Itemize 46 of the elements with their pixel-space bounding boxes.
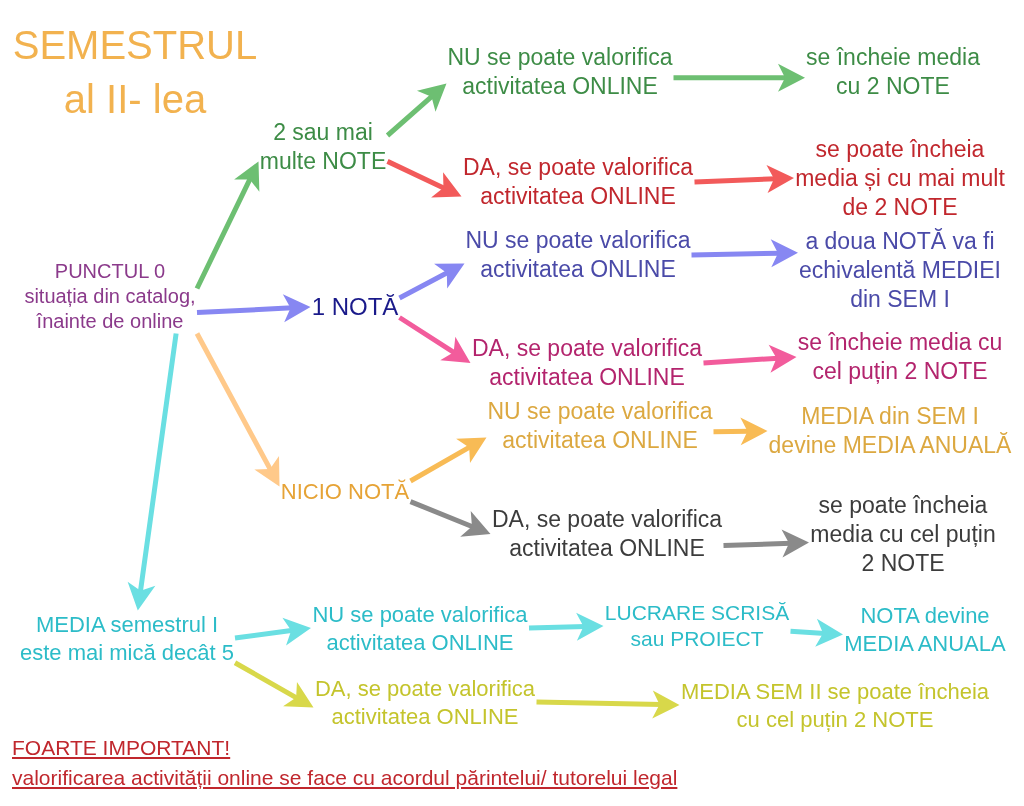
- arrow: [723, 529, 810, 558]
- flow-text: 1 NOTĂ: [310, 292, 400, 322]
- arrow: [127, 333, 179, 611]
- arrow: [398, 315, 472, 366]
- flow-text: MEDIA SEM II se poate încheia cu cel puțin 2 NOTE: [679, 677, 991, 733]
- arrow: [409, 435, 488, 484]
- flow-text: DA, se poate valorifica activitatea ONLINE: [461, 153, 695, 211]
- arrow: [691, 239, 799, 268]
- arrow: [409, 499, 492, 537]
- flow-text: DA, se poate valorifica activitatea ONLINE: [470, 334, 704, 392]
- arrow: [234, 617, 312, 646]
- flow-text: MEDIA semestrul I este mai mică decât 5: [19, 610, 235, 666]
- arrow: [233, 660, 315, 710]
- note-text: FOARTE IMPORTANT!: [12, 735, 231, 761]
- flow-text: se poate încheia media și cu mai mult de 2 NOTE: [794, 134, 1006, 222]
- flow-text: se încheie media cu 2 NOTE: [805, 43, 981, 101]
- flow-text: MEDIA din SEM I devine MEDIA ANUALĂ: [767, 402, 1013, 460]
- flow-text: NU se poate valorifica activitatea ONLINE: [311, 600, 529, 656]
- arrow: [694, 165, 795, 194]
- flow-text: NOTA devine MEDIA ANUALA: [843, 601, 1007, 657]
- flow-text: NU se poate valorifica activitatea ONLINE: [446, 43, 674, 101]
- arrow: [194, 160, 261, 290]
- arrow: [528, 612, 604, 641]
- arrow: [196, 294, 311, 323]
- flow-text: a doua NOTĂ va fi echivalentă MEDIEI din SEM I: [798, 226, 1002, 314]
- flow-text: DA, se poate valorifica activitatea ONLINE: [313, 674, 537, 730]
- flow-text: LUCRARE SCRISĂ sau PROIECT: [603, 599, 791, 652]
- flow-text: DA, se poate valorifica activitatea ONLINE: [490, 505, 724, 563]
- arrow: [386, 159, 463, 199]
- arrow: [385, 81, 449, 138]
- arrow: [790, 618, 844, 647]
- arrow: [713, 417, 768, 446]
- arrow: [398, 261, 466, 301]
- arrow: [194, 332, 282, 488]
- flow-text: PUNCTUL 0 situația din catalog, înainte de online: [23, 258, 197, 334]
- flow-text: se încheie media cu cel puțin 2 NOTE: [796, 328, 1004, 386]
- arrow: [536, 690, 680, 719]
- arrow: [703, 344, 797, 373]
- arrow: [673, 63, 805, 92]
- note-text: valorificarea activității online se face cu acordul părintelui/ tutorelui legal: [12, 765, 678, 791]
- flow-text: NICIO NOTĂ: [279, 478, 411, 506]
- flow-text: NU se poate valorifica activitatea ONLINE: [464, 226, 692, 284]
- flow-text: NU se poate valorifica activitatea ONLINE: [486, 397, 714, 455]
- title-text: SEMESTRUL al II- lea: [11, 22, 259, 123]
- flow-text: 2 sau mai multe NOTE: [258, 118, 388, 176]
- flow-text: se poate încheia media cu cel puțin 2 NOTE: [809, 490, 997, 578]
